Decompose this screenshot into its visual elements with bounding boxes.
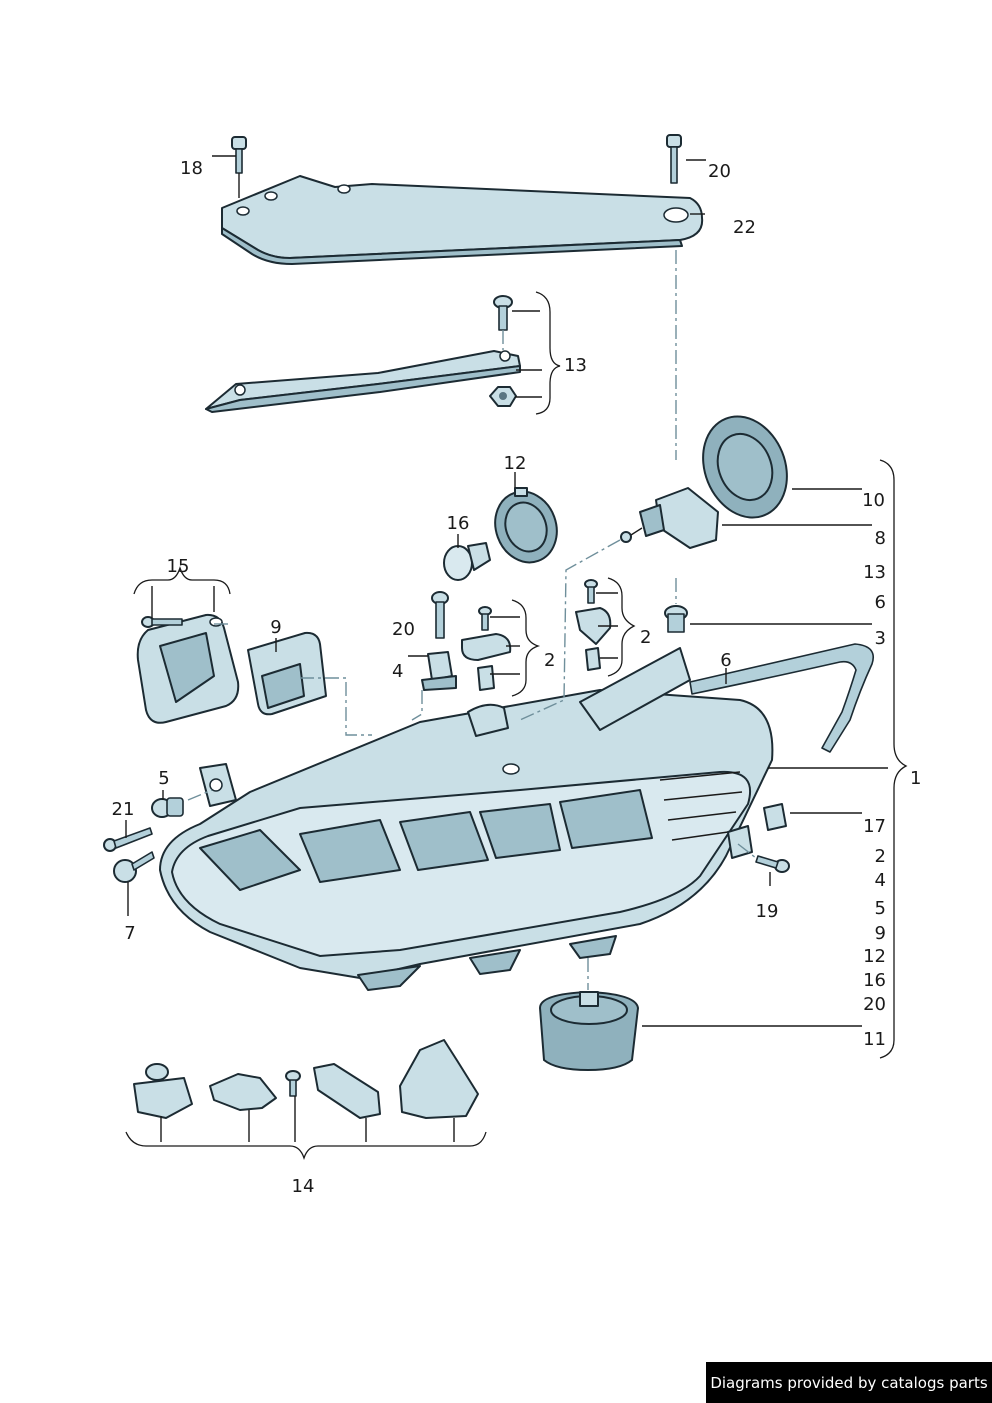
callout-2-b: 2 bbox=[640, 627, 652, 648]
callout-4-top: 4 bbox=[392, 661, 404, 682]
callout-9-top: 9 bbox=[270, 617, 282, 638]
clip-7 bbox=[113, 851, 155, 883]
adjuster-2-center bbox=[461, 606, 512, 691]
callout-15: 15 bbox=[166, 556, 190, 577]
callout-20-side: 20 bbox=[863, 994, 886, 1015]
seal-strip-6 bbox=[689, 643, 874, 753]
cap-11 bbox=[538, 990, 640, 1072]
callout-18: 18 bbox=[180, 158, 203, 179]
callout-6-mid: 6 bbox=[720, 650, 732, 671]
callout-1: 1 bbox=[910, 768, 922, 789]
adjuster-4 bbox=[421, 651, 457, 691]
callout-20-top: 20 bbox=[708, 161, 731, 182]
upper-bracket bbox=[221, 175, 704, 265]
headlight-housing bbox=[159, 647, 774, 991]
callout-17: 17 bbox=[863, 816, 886, 837]
callout-4-side: 4 bbox=[874, 870, 886, 891]
control-unit-15 bbox=[136, 613, 240, 724]
nut-13 bbox=[489, 386, 517, 407]
guide-lines bbox=[187, 250, 757, 990]
callout-13-side: 13 bbox=[863, 562, 886, 583]
clip-17 bbox=[763, 803, 787, 831]
callout-10: 10 bbox=[862, 490, 885, 511]
bolt-20-top bbox=[666, 134, 682, 184]
callout-11: 11 bbox=[863, 1029, 886, 1050]
callout-2-side: 2 bbox=[874, 846, 886, 867]
callout-16-top: 16 bbox=[446, 513, 470, 534]
screw-13 bbox=[493, 295, 513, 350]
callout-5-side: 5 bbox=[874, 898, 886, 919]
callout-22: 22 bbox=[733, 217, 756, 238]
callout-14: 14 bbox=[291, 1176, 315, 1197]
cap-10 bbox=[702, 415, 788, 519]
callout-7: 7 bbox=[124, 923, 136, 944]
callout-2-a: 2 bbox=[544, 650, 556, 671]
callout-8: 8 bbox=[874, 528, 886, 549]
screw-21 bbox=[103, 827, 153, 852]
repair-kit-14 bbox=[133, 1039, 479, 1119]
screw-3 bbox=[664, 605, 688, 633]
cap-12 bbox=[494, 487, 558, 564]
callout-12-side: 12 bbox=[863, 946, 886, 967]
callout-13-bracket: 13 bbox=[564, 355, 587, 376]
bolt-18 bbox=[231, 136, 247, 198]
callout-6-side: 6 bbox=[874, 592, 886, 613]
callout-21: 21 bbox=[111, 799, 135, 820]
module-9 bbox=[247, 631, 327, 716]
footer-credit: Diagrams provided by catalogs parts bbox=[706, 1362, 992, 1403]
support-strip bbox=[205, 350, 521, 413]
actuator-8 bbox=[620, 487, 719, 549]
callout-5-top: 5 bbox=[158, 768, 170, 789]
screw-20-mid bbox=[431, 591, 449, 639]
leader-lines bbox=[125, 155, 888, 1142]
screw-19 bbox=[755, 855, 790, 873]
callout-12-top: 12 bbox=[503, 453, 527, 474]
callout-20-mid: 20 bbox=[392, 619, 415, 640]
screw-15 bbox=[141, 616, 183, 628]
adjuster-2-right bbox=[575, 579, 612, 671]
callout-19: 19 bbox=[755, 901, 779, 922]
callout-3: 3 bbox=[874, 628, 886, 649]
braces bbox=[125, 291, 908, 1161]
callout-16-side: 16 bbox=[863, 970, 886, 991]
bulb-16 bbox=[443, 542, 491, 581]
grommet-5 bbox=[151, 797, 184, 818]
callout-9-side: 9 bbox=[874, 923, 886, 944]
